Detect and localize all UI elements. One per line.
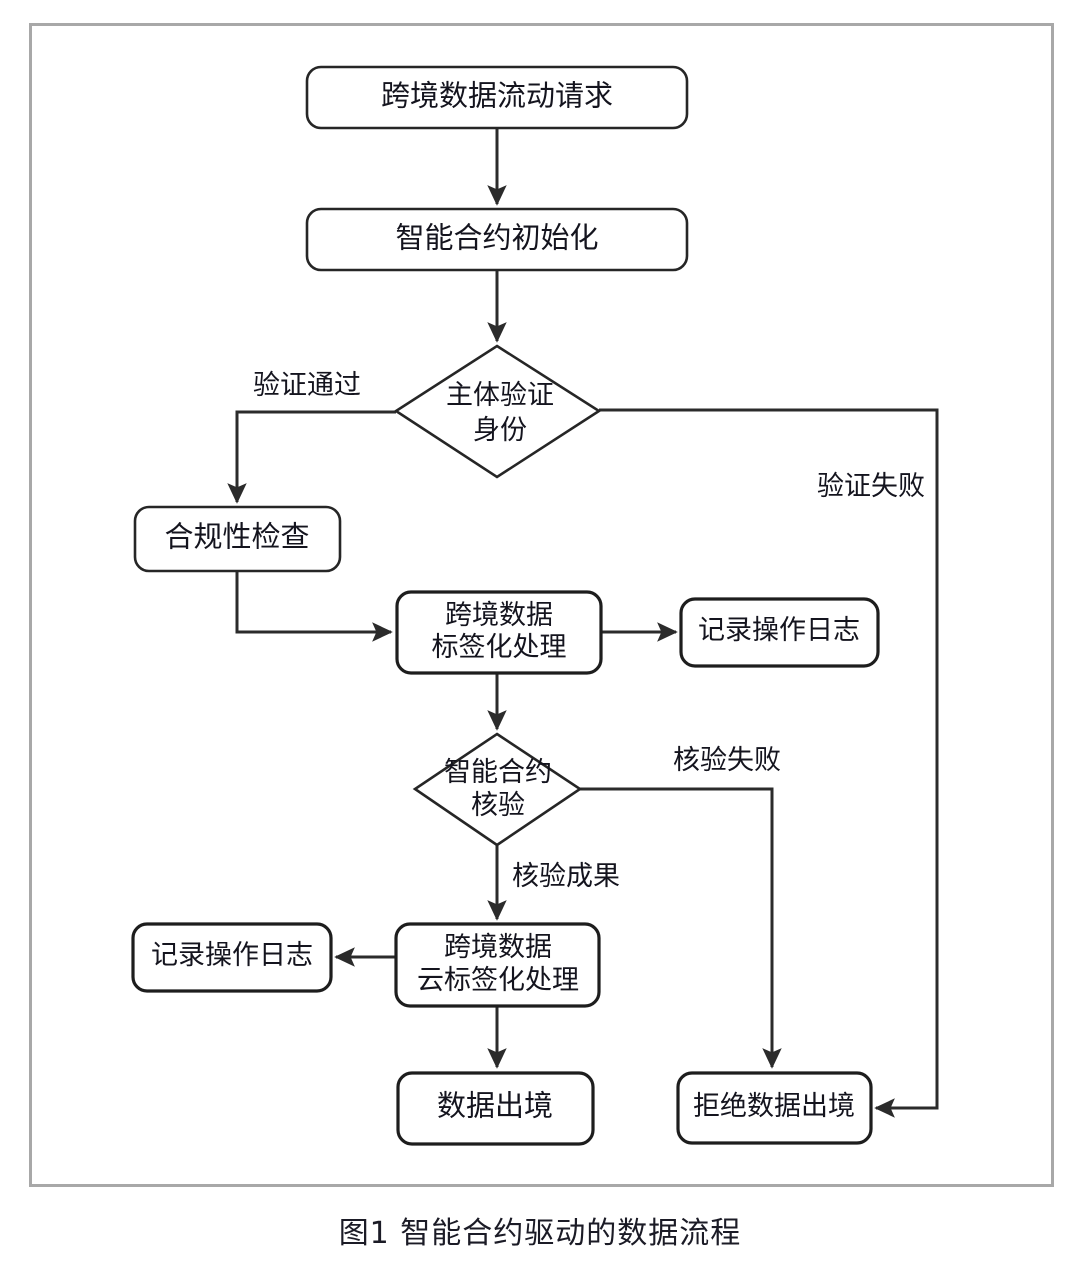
node-compliance[interactable]: 合规性检查 xyxy=(133,505,342,573)
node-cloud-tagging-label-line1: 跨境数据 xyxy=(444,932,552,962)
edge-compliance-to-tagging xyxy=(235,571,393,642)
node-request-label: 跨境数据流动请求 xyxy=(381,80,613,113)
node-identity-check-label-line2: 身份 xyxy=(473,415,527,445)
node-log-lower-label: 记录操作日志 xyxy=(151,940,313,970)
node-identity-check-label-line1: 主体验证 xyxy=(446,380,554,410)
node-data-export-label: 数据出境 xyxy=(437,1090,553,1123)
node-cloud-tagging-label-line2: 云标签化处理 xyxy=(417,965,579,995)
node-contract-verify-label-line2: 核验 xyxy=(471,790,525,820)
node-data-rejected[interactable]: 拒绝数据出境 xyxy=(676,1071,873,1145)
node-cloud-tagging[interactable]: 跨境数据 云标签化处理 xyxy=(394,922,601,1008)
node-init-label: 智能合约初始化 xyxy=(395,222,598,255)
node-init[interactable]: 智能合约初始化 xyxy=(305,207,689,272)
node-data-rejected-label: 拒绝数据出境 xyxy=(693,1091,855,1121)
figure-caption: 图1 智能合约驱动的数据流程 xyxy=(338,1216,742,1251)
node-tagging-label-line1: 跨境数据 xyxy=(445,600,553,630)
edge-label-verify-success: 核验成果 xyxy=(512,861,620,891)
node-contract-verify-label-line1: 智能合约 xyxy=(444,757,552,787)
node-data-export[interactable]: 数据出境 xyxy=(396,1071,595,1146)
node-log-lower[interactable]: 记录操作日志 xyxy=(131,922,333,993)
edge-identity-fail xyxy=(599,408,939,1118)
node-tagging[interactable]: 跨境数据 标签化处理 xyxy=(395,590,603,675)
node-contract-verify[interactable]: 智能合约 核验 xyxy=(412,732,583,847)
edge-label-identity-pass: 验证通过 xyxy=(253,370,361,400)
node-compliance-label: 合规性检查 xyxy=(164,521,309,554)
edge-identity-pass xyxy=(227,410,396,504)
node-identity-check[interactable]: 主体验证 身份 xyxy=(393,344,602,479)
node-tagging-label-line2: 标签化处理 xyxy=(432,632,567,662)
edge-label-verify-fail: 核验失败 xyxy=(673,745,781,775)
edge-verify-fail xyxy=(580,787,782,1069)
edge-label-identity-fail: 验证失败 xyxy=(817,471,925,501)
node-request[interactable]: 跨境数据流动请求 xyxy=(305,65,689,130)
node-log-upper[interactable]: 记录操作日志 xyxy=(679,597,880,668)
node-log-upper-label: 记录操作日志 xyxy=(698,615,860,645)
